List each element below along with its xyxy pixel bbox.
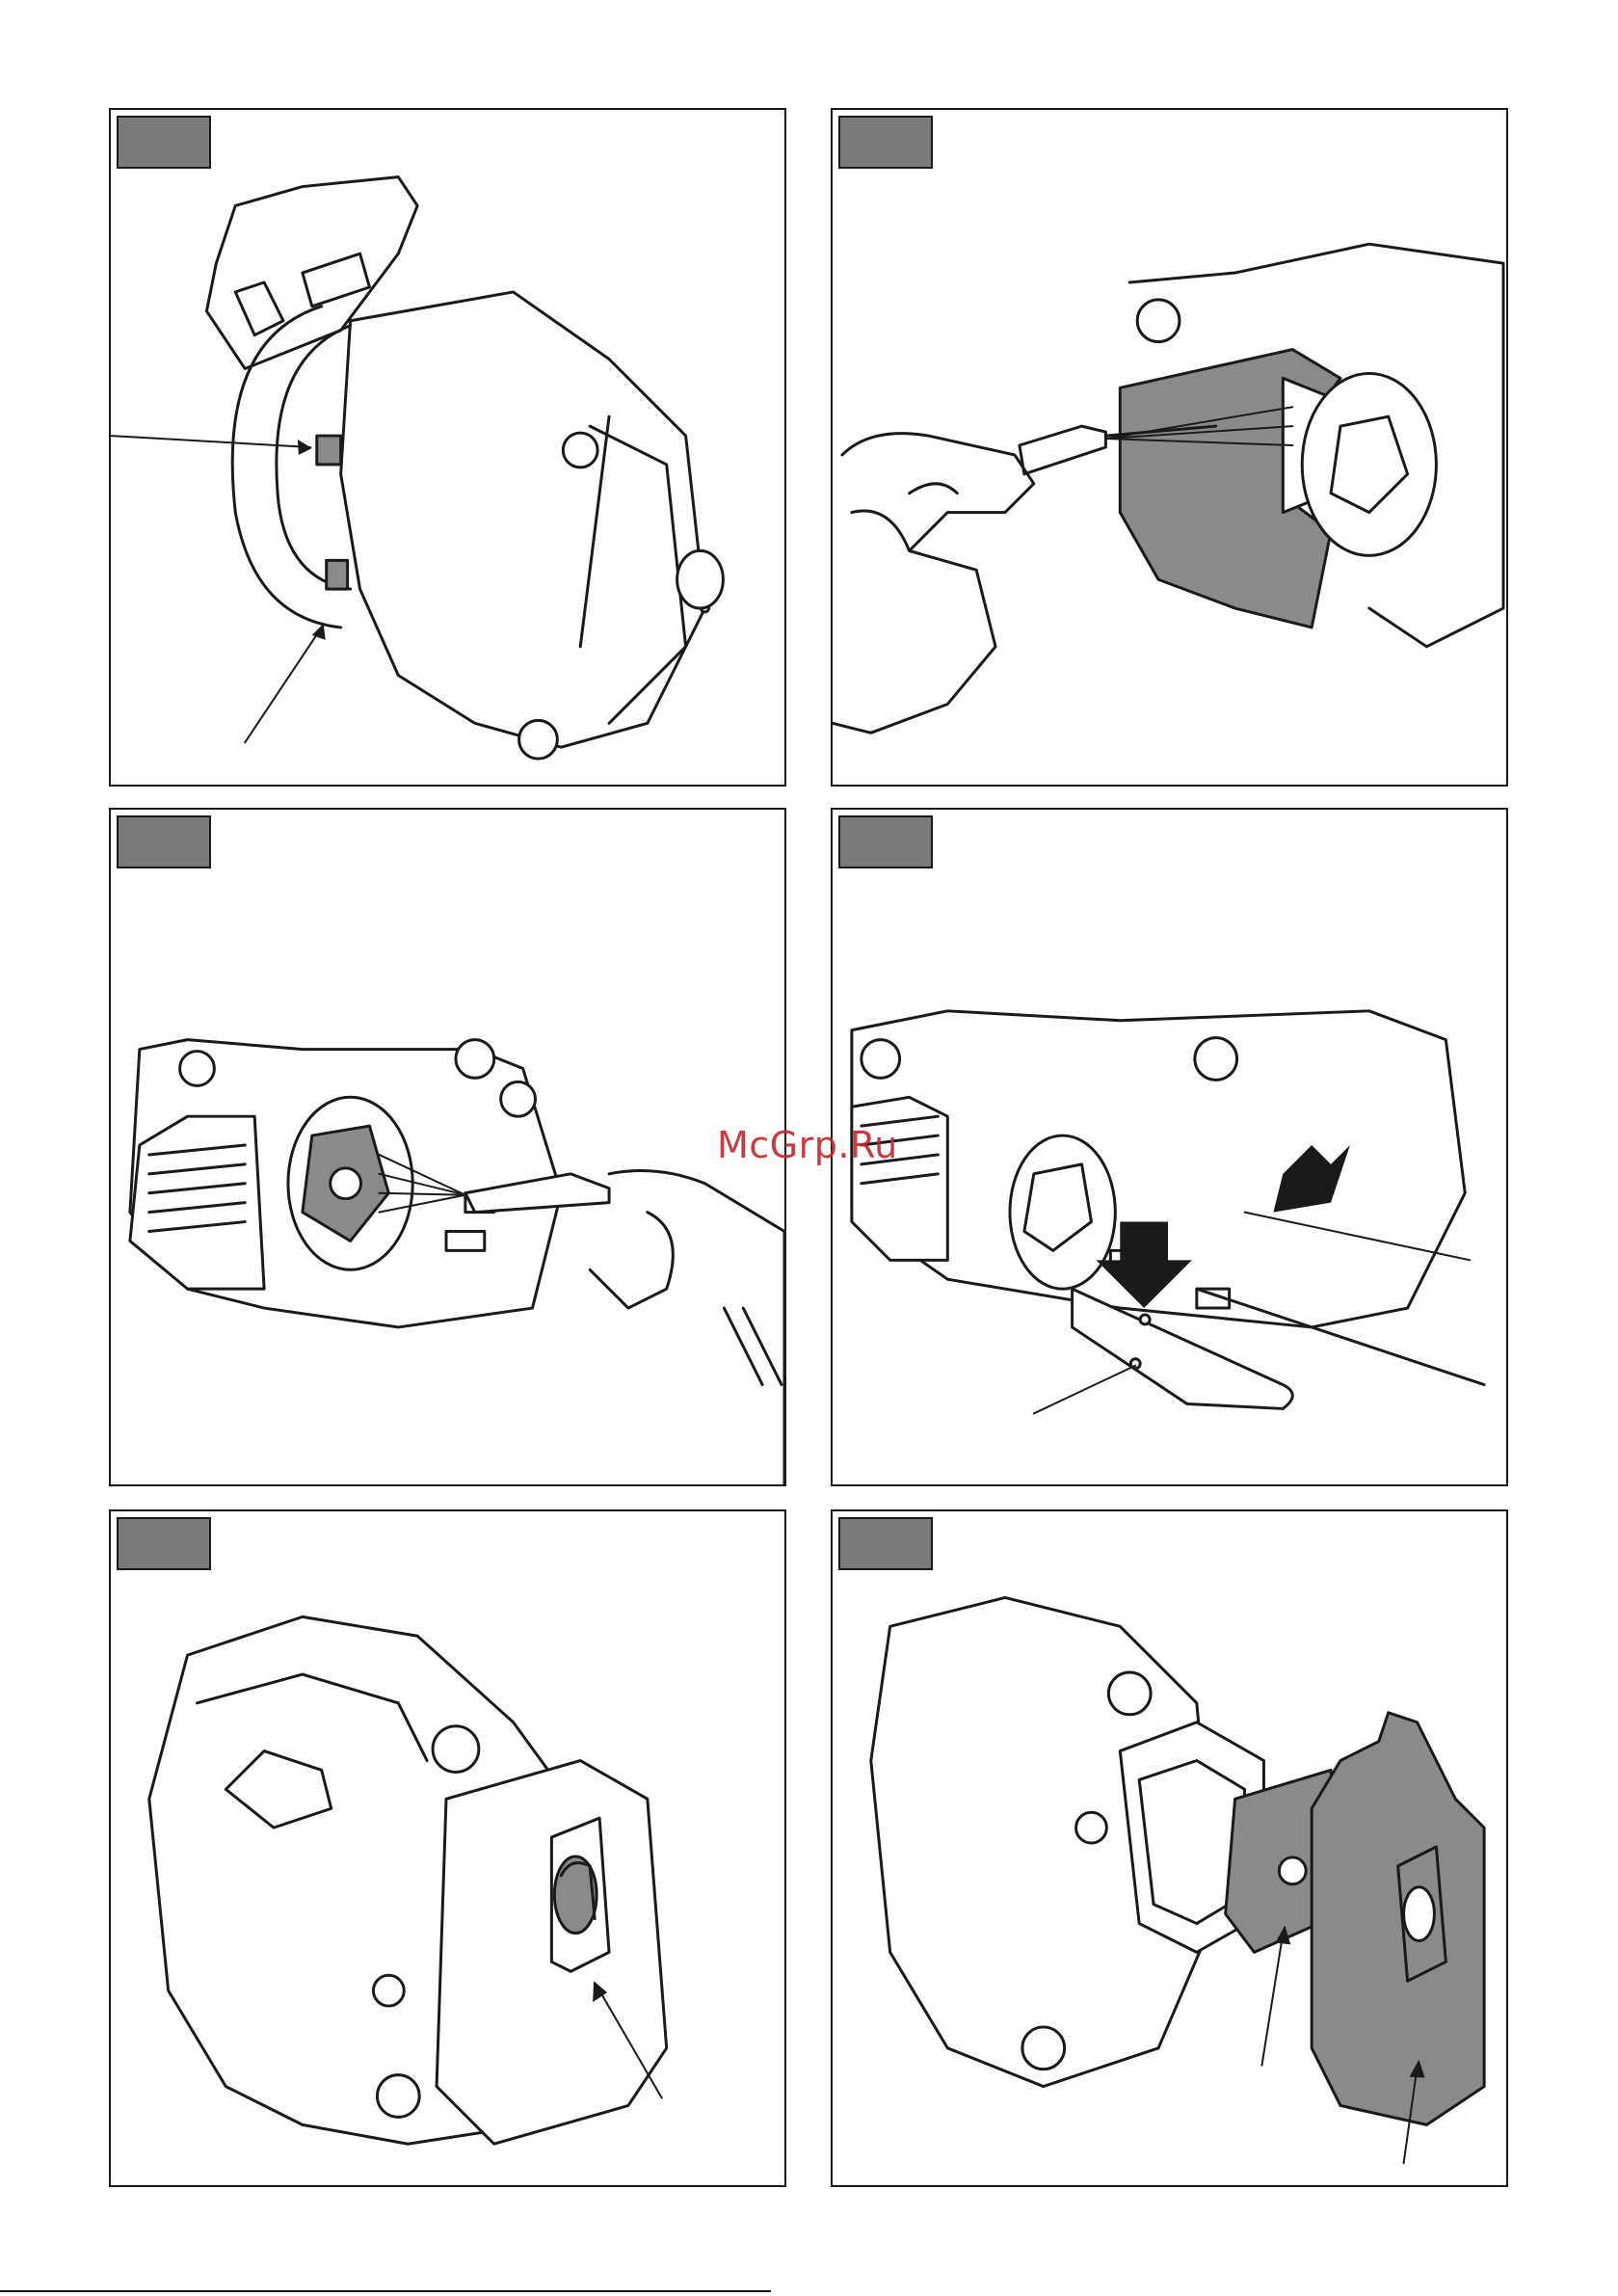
footer-rule <box>0 2290 771 2292</box>
figure-panel-6 <box>831 1509 1508 2187</box>
figure-panel-5 <box>109 1509 786 2187</box>
air-filter-removal-illustration <box>833 1511 1506 2185</box>
chainsaw-handle-illustration <box>111 110 784 785</box>
figure-panel-3 <box>109 808 786 1486</box>
air-filter-cover-knob-illustration <box>111 1511 784 2185</box>
air-nozzle-sprocket-illustration <box>111 810 784 1484</box>
figure-panel-4 <box>831 808 1508 1486</box>
guide-bar-mounting-illustration <box>833 810 1506 1484</box>
figure-panel-1 <box>109 108 786 787</box>
air-nozzle-cover-illustration <box>833 110 1506 785</box>
watermark-text: McGrp.Ru <box>717 1124 898 1166</box>
figure-panel-2 <box>831 108 1508 787</box>
